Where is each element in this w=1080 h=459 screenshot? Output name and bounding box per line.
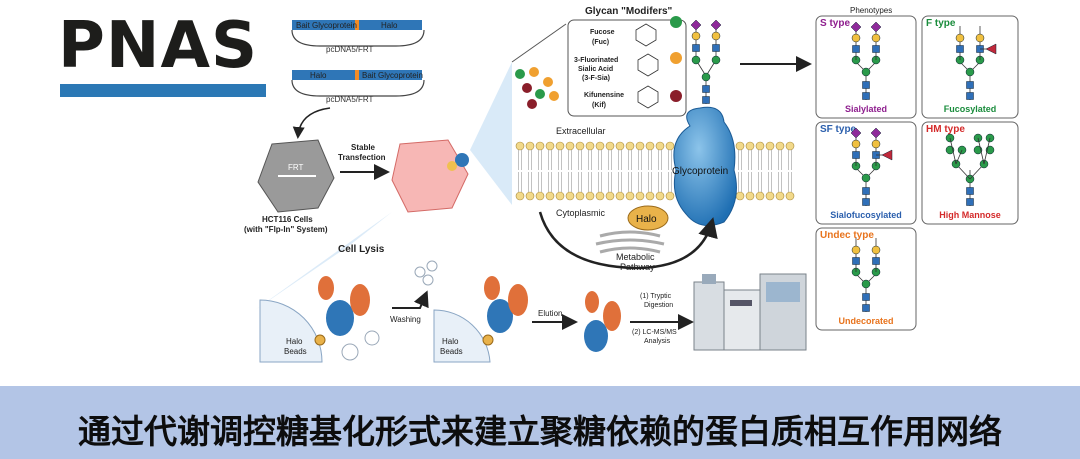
sia-dot [670,52,682,64]
glycoprotein-workflow-diagram: Bait Glycoprotein Halo pcDNA5/FRT Halo B… [244,6,1019,363]
plasmid-2-name: pcDNA5/FRT [326,95,374,104]
plasmid-2-bait-label: Bait Glycoprotein [362,71,423,80]
glycan-modifiers-box: Glycan "Modifers" Fucose (Fuc) 3-Fluorin… [567,6,687,117]
pathway-label: Pathway [620,262,655,272]
halo-beads-1: Halo Beads [259,276,380,363]
washed-molecules [414,260,438,286]
step1-label-2: Digestion [644,302,673,309]
glycoprotein-label: Glycoprotein [672,166,728,177]
phenotype-name-label: Sialofucosylated [830,210,902,220]
lc-ms-instrument [693,273,807,351]
eluted-complex [584,291,621,352]
main-glycan-tree [690,19,722,104]
fucose-label: Fucose [590,29,615,36]
cytoplasmic-label: Cytoplasmic [556,208,606,218]
plasmid-to-cell-arrow [292,107,331,139]
plasmid-2-linker [355,70,359,80]
caption-banner [0,386,1080,459]
modifier-pointer [511,23,567,63]
glycoprotein: Glycoprotein Halo [627,106,737,231]
metabolic-pathway-arrow [538,211,718,270]
phenotype-name-label: Fucosylated [944,104,997,114]
extracellular-label: Extracellular [556,126,606,136]
frt-label: FRT [288,163,304,172]
phenotype-type-label: SF type [820,124,857,135]
caption-text: 通过代谢调控糖基化形式来建立聚糖依赖的蛋白质相互作用网络 [78,412,1002,451]
sialic-acid-label: Sialic Acid [578,66,613,73]
kifunensine-label: Kifunensine [584,92,624,99]
zoom-cone-bottom [255,212,392,310]
halo-tag-label: Halo [636,214,657,225]
washing-arrow [392,290,429,309]
phenotype-type-label: HM type [926,124,965,135]
plasmid-1-bait-label: Bait Glycoprotein [296,21,357,30]
transfected-cell [391,139,469,213]
washing-label: Washing [390,315,421,324]
phenotype-name-label: Sialylated [845,104,887,114]
stable-label: Stable [351,143,376,152]
fluoro-label: 3-Fluorinated [574,57,618,64]
logo-underline [60,84,266,97]
phenotype-type-label: S type [820,18,850,29]
phenotypes-title: Phenotypes [850,6,892,15]
halo-beads-2: Halo Beads [433,276,528,363]
modifiers-title: Glycan "Modifers" [585,6,673,17]
modifier-molecules [515,67,559,109]
phenotype-name-label: Undecorated [838,316,893,326]
golgi-icon [595,230,665,254]
step2-label: (2) LC-MS/MS [632,329,677,336]
hct116-cell: FRT HCT116 Cells (with "Flp-In" System) [244,139,335,234]
cell-membrane [515,141,795,201]
step2-label-2: Analysis [644,338,671,345]
transfection-label: Transfection [338,153,386,162]
phenotype-type-label: Undec type [820,230,874,241]
kif-abbr: (Kif) [592,102,606,109]
beads-2-label: Halo [442,337,459,346]
metabolic-label: Metabolic [616,252,655,262]
plasmid-1-name: pcDNA5/FRT [326,45,374,54]
cell-line-label: HCT116 Cells [262,215,313,224]
elution-label: Elution [538,309,562,318]
phenotype-name-label: High Mannose [939,210,1001,220]
phenotype-type-label: F type [926,18,956,29]
cell-lysis-label: Cell Lysis [338,244,385,255]
fuc-abbr: (Fuc) [592,39,609,46]
chemical-structures [635,23,659,109]
fuc-dot [670,16,682,28]
zoom-cone-top [470,62,512,205]
beads-1-label-2: Beads [284,347,307,356]
plasmid-2-halo-label: Halo [310,71,327,80]
step1-label: (1) Tryptic [640,293,672,300]
3fsia-abbr: (3-F-Sia) [582,75,610,82]
plasmid-1-halo-label: Halo [381,21,398,30]
flp-in-label: (with "Flp-In" System) [244,225,328,234]
beads-1-label: Halo [286,337,303,346]
beads-2-label-2: Beads [440,347,463,356]
plasmid-1-linker [355,20,359,30]
plasmid-1: Bait Glycoprotein Halo pcDNA5/FRT [291,20,425,54]
kif-dot [670,90,682,102]
journal-logo: PNAS [58,9,259,83]
plasmid-2: Halo Bait Glycoprotein pcDNA5/FRT [291,70,425,104]
